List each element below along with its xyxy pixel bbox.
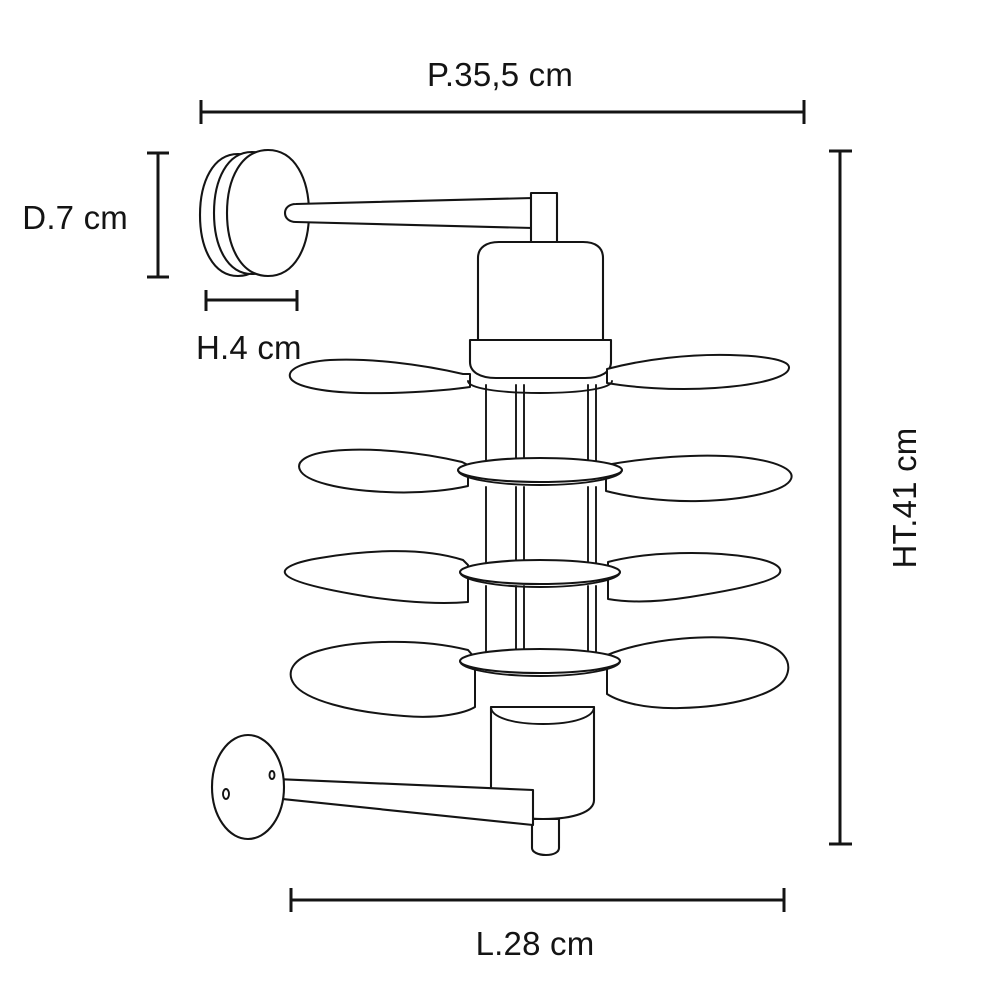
dimension-plate-height: H.4 cm — [196, 290, 302, 366]
dimension-total-height: HT.41 cm — [829, 149, 923, 846]
dimension-depth: P.35,5 cm — [199, 56, 806, 124]
leaf-shade-row-3 — [283, 550, 782, 604]
total-height-dimension-label: HT.41 cm — [886, 428, 923, 569]
width-dimension-label: L.28 cm — [476, 925, 595, 962]
leaf-shade-row-4 — [289, 636, 790, 718]
leaf-shade-row-2 — [298, 448, 793, 503]
plate-height-dimension-label: H.4 cm — [196, 329, 302, 366]
leaf-shade-row-1 — [288, 353, 790, 395]
depth-dimension-label: P.35,5 cm — [427, 56, 573, 93]
plate-diameter-dimension-label: D.7 cm — [22, 199, 128, 236]
top-support-arm — [283, 191, 559, 248]
dimension-width: L.28 cm — [289, 888, 786, 962]
dimension-plate-diameter: D.7 cm — [22, 151, 169, 279]
bottom-wall-plate — [210, 733, 286, 841]
top-wall-plate — [198, 148, 311, 278]
product-illustration — [198, 148, 793, 857]
top-cylinder-body — [468, 240, 613, 380]
